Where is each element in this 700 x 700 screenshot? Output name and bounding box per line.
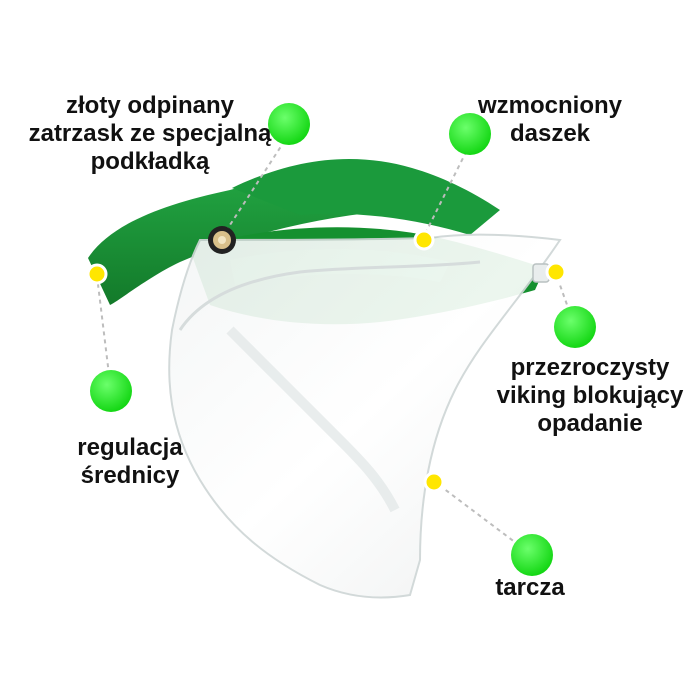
label-visor-line2: daszek (509, 120, 591, 147)
label-snap-line2: zatrzask ze specjalną (28, 120, 272, 147)
marker-visor-anchor (413, 229, 435, 251)
yellow-markers (86, 229, 567, 493)
marker-regulation-anchor (86, 263, 108, 285)
shield (168, 233, 562, 599)
marker-viking-anchor (545, 261, 567, 283)
label-shield: tarcza (470, 574, 590, 602)
label-regulation-line2: średnicy (80, 462, 180, 489)
label-viking-line3: opadanie (537, 410, 643, 437)
label-regulation-line1: regulacja (77, 434, 183, 461)
marker-snap (268, 103, 310, 145)
label-visor: wzmocniony daszek (470, 92, 630, 148)
label-snap-line3: podkładką (90, 148, 210, 175)
label-viking-line1: przezroczysty (510, 354, 670, 381)
label-viking: przezroczysty viking blokujący opadanie (480, 354, 700, 438)
label-snap: złoty odpinany zatrzask ze specjalną pod… (0, 92, 300, 176)
shield-reflection (226, 326, 400, 513)
shield-inner-edge (178, 260, 481, 331)
marker-shield-anchor (423, 471, 445, 493)
label-snap-line1: złoty odpinany (66, 92, 234, 119)
green-markers (90, 103, 596, 576)
marker-regulation (90, 370, 132, 412)
label-shield-line1: tarcza (495, 574, 565, 601)
marker-shield (511, 534, 553, 576)
marker-visor (449, 113, 491, 155)
label-regulation: regulacja średnicy (40, 434, 220, 490)
marker-viking (554, 306, 596, 348)
label-viking-line2: viking blokujący (496, 382, 684, 409)
label-visor-line1: wzmocniony (477, 92, 622, 119)
